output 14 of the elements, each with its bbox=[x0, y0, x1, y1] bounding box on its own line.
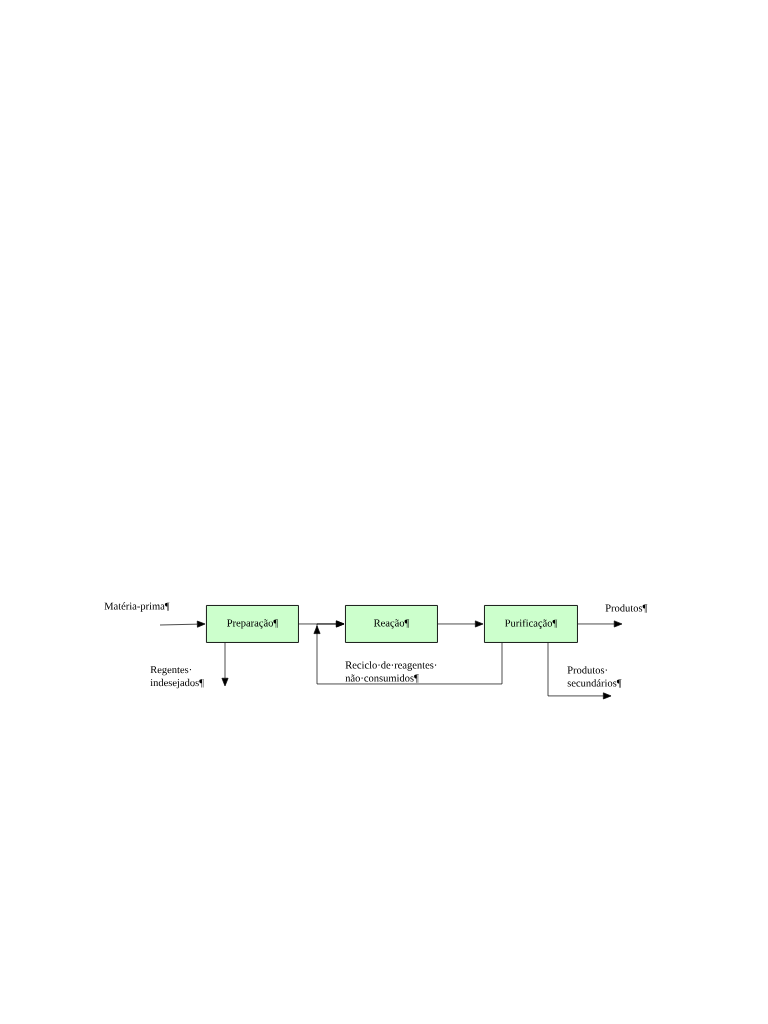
arrow bbox=[313, 620, 503, 685]
process-box: Reação¶ bbox=[345, 605, 438, 643]
edge-label: Reciclo·de·reagentes· não·consumidos¶ bbox=[345, 661, 437, 683]
process-box: Preparação¶ bbox=[206, 605, 299, 643]
edge-label: Produtos¶ bbox=[605, 604, 648, 613]
arrow bbox=[437, 620, 484, 628]
edge-label: Regentes· indesejados¶ bbox=[150, 666, 204, 689]
arrow bbox=[547, 642, 612, 700]
edge-label: Matéria-prima¶ bbox=[104, 602, 170, 612]
process-box: Purificação¶ bbox=[484, 605, 578, 643]
arrow bbox=[159, 620, 206, 628]
arrow bbox=[577, 620, 623, 628]
edge-label: Produtos· secundários¶ bbox=[567, 666, 622, 688]
arrow bbox=[221, 642, 229, 687]
